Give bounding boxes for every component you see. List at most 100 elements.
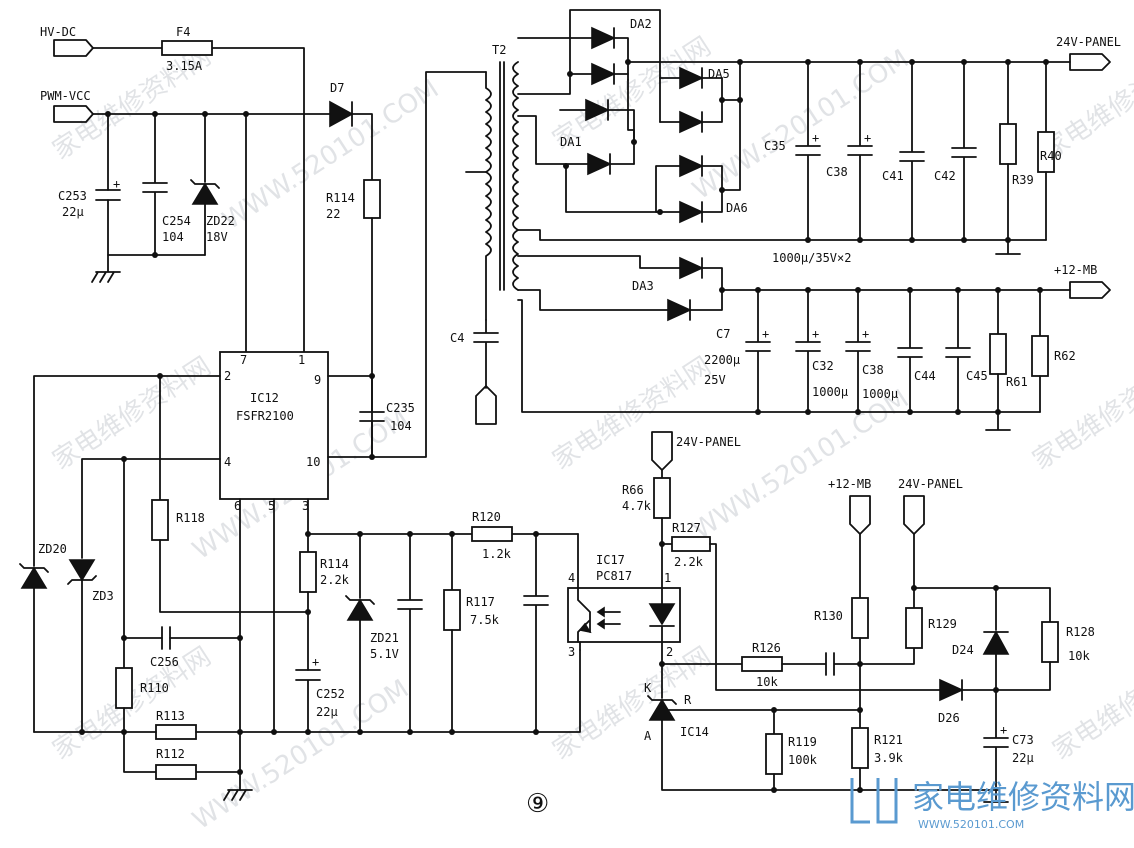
- resistor-r121: [851, 727, 869, 769]
- r128-ref: R128: [1066, 625, 1095, 639]
- c254-value: 104: [162, 230, 184, 244]
- ic17-part: PC817: [596, 569, 632, 583]
- c35-ref: C35: [764, 139, 786, 153]
- resistor-r112: [155, 764, 197, 780]
- resistor-r110: [115, 667, 133, 709]
- ic12-pin9: 9: [314, 373, 321, 387]
- r117-ref: R117: [466, 595, 495, 609]
- t2-ref: T2: [492, 43, 506, 57]
- c73-ref: C73: [1012, 733, 1034, 747]
- r62-ref: R62: [1054, 349, 1076, 363]
- r130-ref: R130: [814, 609, 843, 623]
- zener-zd20: [20, 566, 48, 589]
- r120-ref: R120: [472, 510, 501, 524]
- da1-ref: DA1: [560, 135, 582, 149]
- port-hv-dc: [53, 39, 94, 57]
- port-label-pwm-vcc: PWM-VCC: [40, 89, 91, 103]
- port-24v-panel-out: [1069, 53, 1111, 71]
- zener-zd3: [68, 559, 96, 582]
- c38-bot-ref: C38: [862, 363, 884, 377]
- zener-zd21: [346, 598, 374, 621]
- diode-da6-b: [679, 200, 704, 224]
- c235-ref: C235: [386, 401, 415, 415]
- ic17-pin2: 2: [666, 645, 673, 659]
- c4-terminal: [475, 385, 497, 425]
- c38-top-ref: C38: [826, 165, 848, 179]
- r114-bot-ref: R114: [320, 557, 349, 571]
- port-pwm-vcc: [53, 105, 94, 123]
- c32-ref: C32: [812, 359, 834, 373]
- r40-ref: R40: [1040, 149, 1062, 163]
- c253-value: 22μ: [62, 205, 84, 219]
- da2-ref: DA2: [630, 17, 652, 31]
- r128-value: 10k: [1068, 649, 1090, 663]
- ic12-pin3: 3: [302, 499, 309, 513]
- r129-ref: R129: [928, 617, 957, 631]
- r39-ref: R39: [1012, 173, 1034, 187]
- ic12-pin5: 5: [268, 499, 275, 513]
- pin3-network: R114 2.2k + C252 22μ ZD21 5.1V R117 7.5k…: [295, 498, 579, 733]
- c254-ref: C254: [162, 214, 191, 228]
- ic12-pin7: 7: [240, 353, 247, 367]
- resistor-r114-top: [363, 179, 381, 219]
- ic12-pin1: 1: [298, 353, 305, 367]
- r117-value: 7.5k: [470, 613, 500, 627]
- resistor-r117: [443, 589, 461, 631]
- c41-ref: C41: [882, 169, 904, 183]
- port-12v-mb-out: [1069, 281, 1111, 299]
- diode-da3-a: [679, 256, 704, 280]
- port-label-24v-panel-in-2: 24V-PANEL: [898, 477, 963, 491]
- r114-bot-value: 2.2k: [320, 573, 350, 587]
- d7-ref: D7: [330, 81, 344, 95]
- r127-ref: R127: [672, 521, 701, 535]
- ic12-fsfr2100: [219, 351, 329, 500]
- diode-da6-a: [679, 154, 704, 178]
- c7-ref: C7: [716, 327, 730, 341]
- port-24v-panel-in-2: [903, 495, 925, 535]
- ic14-r: R: [684, 693, 692, 707]
- c7-value: 2200μ: [704, 353, 740, 367]
- resistor-r114-bottom: [299, 551, 317, 593]
- d24-ref: D24: [952, 643, 974, 657]
- r127-value: 2.2k: [674, 555, 704, 569]
- watermark-site: WWW.520101.COM: [187, 674, 414, 836]
- resistor-r113: [155, 724, 197, 740]
- port-24v-panel-in-1: [651, 431, 673, 471]
- r114-top-value: 22: [326, 207, 340, 221]
- diode-da1-a: [585, 98, 610, 122]
- c252-plus: +: [312, 655, 319, 669]
- zener-zd22: [191, 182, 219, 205]
- c38-bot-plus: +: [862, 327, 869, 341]
- c32-value: 1000μ: [812, 385, 848, 399]
- resistor-r39: [999, 123, 1017, 165]
- diode-da1-b: [587, 152, 612, 176]
- resistor-r61: [989, 333, 1007, 375]
- c7-plus: +: [762, 327, 769, 341]
- c44-ref: C44: [914, 369, 936, 383]
- ic17-pin4: 4: [568, 571, 575, 585]
- zd22-ref: ZD22: [206, 214, 235, 228]
- diode-d24: [982, 630, 1010, 655]
- diode-da2-b: [591, 62, 616, 86]
- f4-ref: F4: [176, 25, 190, 39]
- ic12-pin2: 2: [224, 369, 231, 383]
- r118-ref: R118: [176, 511, 205, 525]
- c235-value: 104: [390, 419, 412, 433]
- port-label-12v-mb-in: +12-MB: [828, 477, 871, 491]
- diode-da5-a: [679, 66, 704, 90]
- r119-ref: R119: [788, 735, 817, 749]
- r120-value: 1.2k: [482, 547, 512, 561]
- fuse-f4: [161, 40, 213, 56]
- diode-d26: [939, 678, 964, 702]
- resistor-r119: [765, 733, 783, 775]
- resistor-r126: [741, 656, 783, 672]
- c4-ref: C4: [450, 331, 464, 345]
- c252-value: 22μ: [316, 705, 338, 719]
- c35-plus: +: [812, 131, 819, 145]
- resistor-r120: [471, 526, 513, 542]
- r121-value: 3.9k: [874, 751, 904, 765]
- c38-top-plus: +: [864, 131, 871, 145]
- capacitor-bank-note: 1000μ/35V×2: [772, 251, 851, 265]
- diode-da3-b: [667, 298, 692, 322]
